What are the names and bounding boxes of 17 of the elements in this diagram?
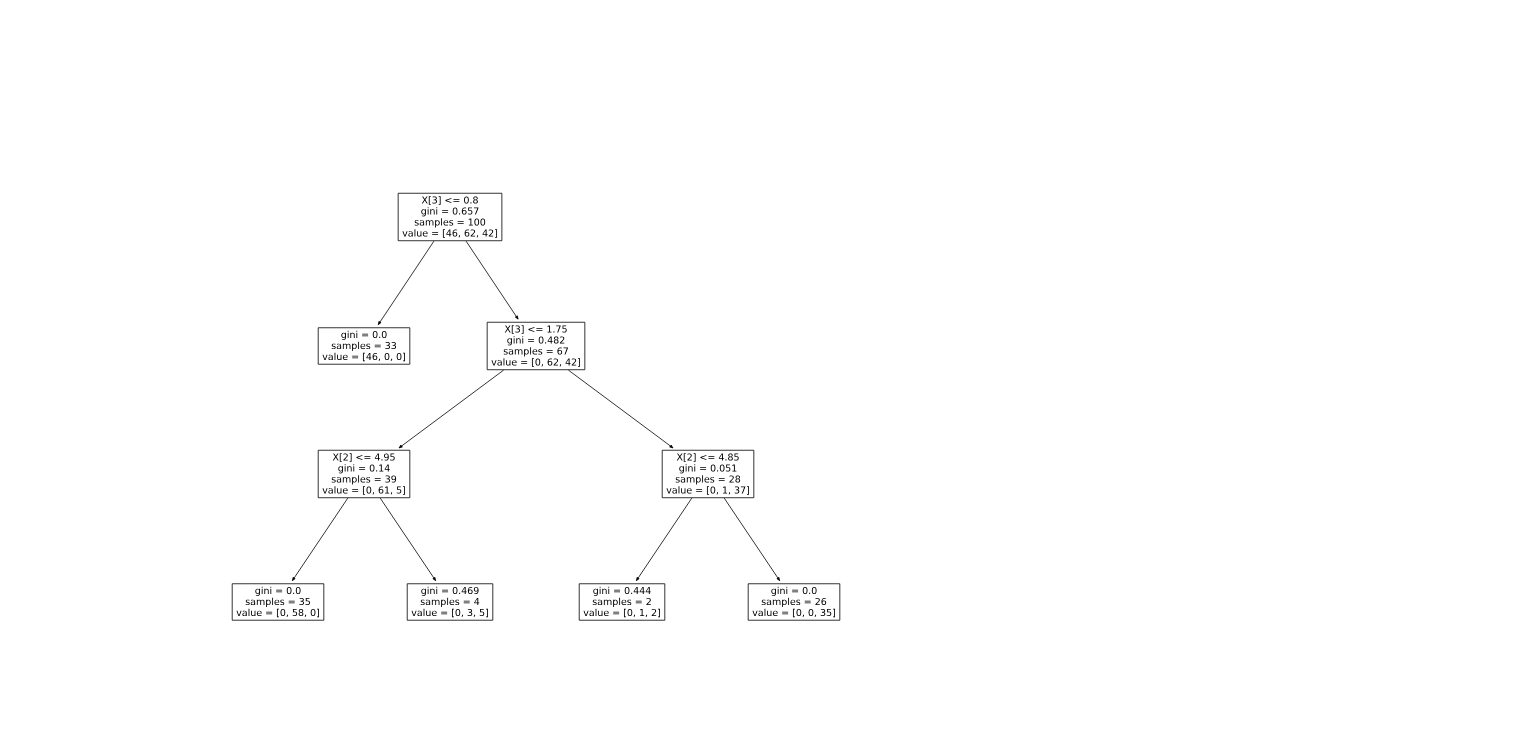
tree-node-box: gini = 0.0 samples = 33 value = [46, 0, 0] xyxy=(317,327,411,365)
arrow xyxy=(465,240,519,320)
tree-node-box: X[2] <= 4.85 gini = 0.051 samples = 28 value = [0, 1, 37] xyxy=(661,449,755,499)
arrow xyxy=(398,369,505,449)
tree-node-box: X[2] <= 4.95 gini = 0.14 samples = 39 value = [0, 61, 5] xyxy=(317,449,411,499)
tree-node-box: X[3] <= 0.8 gini = 0.657 samples = 100 value = [46, 62, 42] xyxy=(397,192,503,242)
tree-node-box: gini = 0.0 samples = 26 value = [0, 0, 35] xyxy=(747,583,841,621)
arrow xyxy=(377,240,435,326)
arrow xyxy=(379,497,437,582)
tree-node-box: X[3] <= 1.75 gini = 0.482 samples = 67 value = [0, 62, 42] xyxy=(486,321,586,371)
tree-node-box: gini = 0.0 samples = 35 value = [0, 58, 0] xyxy=(231,583,325,621)
tree-node-box: gini = 0.444 samples = 2 value = [0, 1, 2] xyxy=(578,583,666,621)
arrow xyxy=(723,497,781,582)
tree-node-box: gini = 0.469 samples = 4 value = [0, 3, 5] xyxy=(406,583,494,621)
arrow xyxy=(291,497,349,582)
arrow xyxy=(568,369,674,449)
arrow xyxy=(635,497,693,582)
